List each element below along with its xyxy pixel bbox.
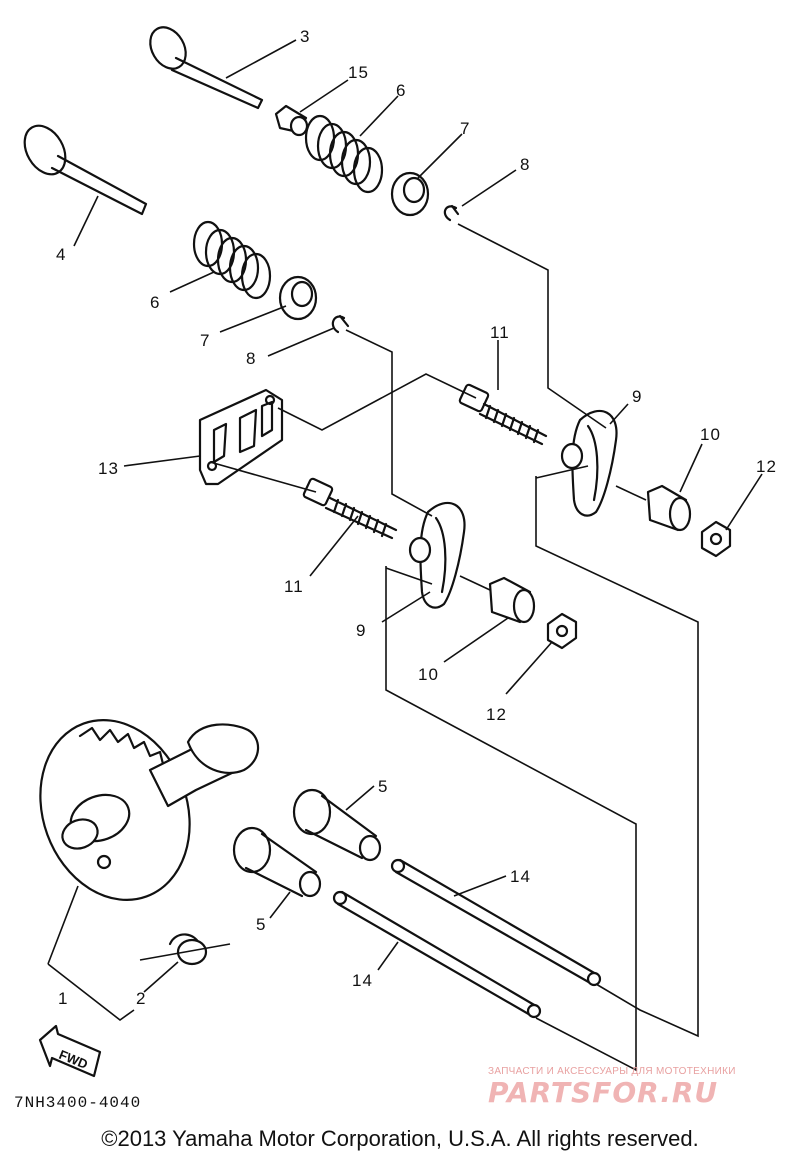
rocker-stud-lower: [302, 477, 398, 540]
callout-1: 1: [58, 989, 68, 1008]
valve-cotter-upper: [443, 204, 460, 222]
diagram-code: 7NH3400-4040: [14, 1094, 142, 1112]
watermark-tagline: ЗАПЧАСТИ И АКСЕССУАРЫ ДЛЯ МОТОТЕХНИКИ: [488, 1066, 736, 1077]
callout-13: 13: [98, 459, 119, 478]
callout-2: 2: [136, 989, 146, 1008]
callout-7-upper: 7: [460, 119, 470, 138]
rocker-arm-lower: [408, 501, 466, 609]
callout-5-upper: 5: [378, 777, 388, 796]
rocker-stud-upper: [458, 383, 548, 446]
copyright-notice: ©2013 Yamaha Motor Corporation, U.S.A. A…: [101, 1126, 699, 1151]
callout-4: 4: [56, 245, 66, 264]
valve-cotter-lower: [331, 314, 350, 334]
pivot-ball-upper: [646, 484, 692, 532]
callout-6-upper: 6: [396, 81, 406, 100]
assembly-lines: [139, 223, 699, 1072]
callout-12-upper: 12: [756, 457, 777, 476]
callout-10-lower: 10: [418, 665, 439, 684]
spring-retainer-lower: [278, 275, 318, 321]
valve-upper: [149, 26, 264, 110]
callout-14-lower: 14: [352, 971, 373, 990]
valve-lower: [23, 124, 148, 216]
valve-lifter-lower: [232, 826, 322, 898]
rocker-plate: [198, 388, 284, 486]
callout-15: 15: [348, 63, 369, 82]
callout-11-lower: 11: [284, 577, 304, 596]
nut-upper: [700, 520, 732, 558]
callout-8-lower: 8: [246, 349, 256, 368]
fwd-arrow: FWD: [38, 1024, 102, 1078]
nut-lower: [546, 612, 578, 650]
callout-11-upper: 11: [490, 323, 510, 342]
callout-14-upper: 14: [510, 867, 531, 886]
leader-lines: [47, 39, 763, 1021]
callout-9-lower: 9: [356, 621, 366, 640]
push-rod-upper: [390, 858, 602, 987]
callout-8-upper: 8: [520, 155, 530, 174]
valve-spring-upper: [304, 114, 384, 194]
watermark-brand: PARTSFOR.RU: [488, 1076, 719, 1109]
rocker-arm-upper: [560, 409, 618, 517]
callout-5-lower: 5: [256, 915, 266, 934]
pivot-ball-lower: [488, 576, 536, 624]
callout-10-upper: 10: [700, 425, 721, 444]
callout-7-lower: 7: [200, 331, 210, 350]
valve-lifter-upper: [292, 788, 382, 862]
spring-retainer-upper: [390, 171, 430, 217]
valve-stem-seal: [274, 104, 309, 137]
dowel-pin: [168, 933, 208, 966]
push-rod-lower: [332, 890, 542, 1019]
callout-6-lower: 6: [150, 293, 160, 312]
callout-12-lower: 12: [486, 705, 507, 724]
callouts: 3 15 6 7 8 4 6 7 8 11 9 10 12 13 11 9 10…: [56, 27, 777, 1008]
callout-9-upper: 9: [632, 387, 642, 406]
valve-spring-lower: [192, 220, 272, 300]
callout-3: 3: [300, 27, 310, 46]
camshaft: [39, 719, 260, 901]
